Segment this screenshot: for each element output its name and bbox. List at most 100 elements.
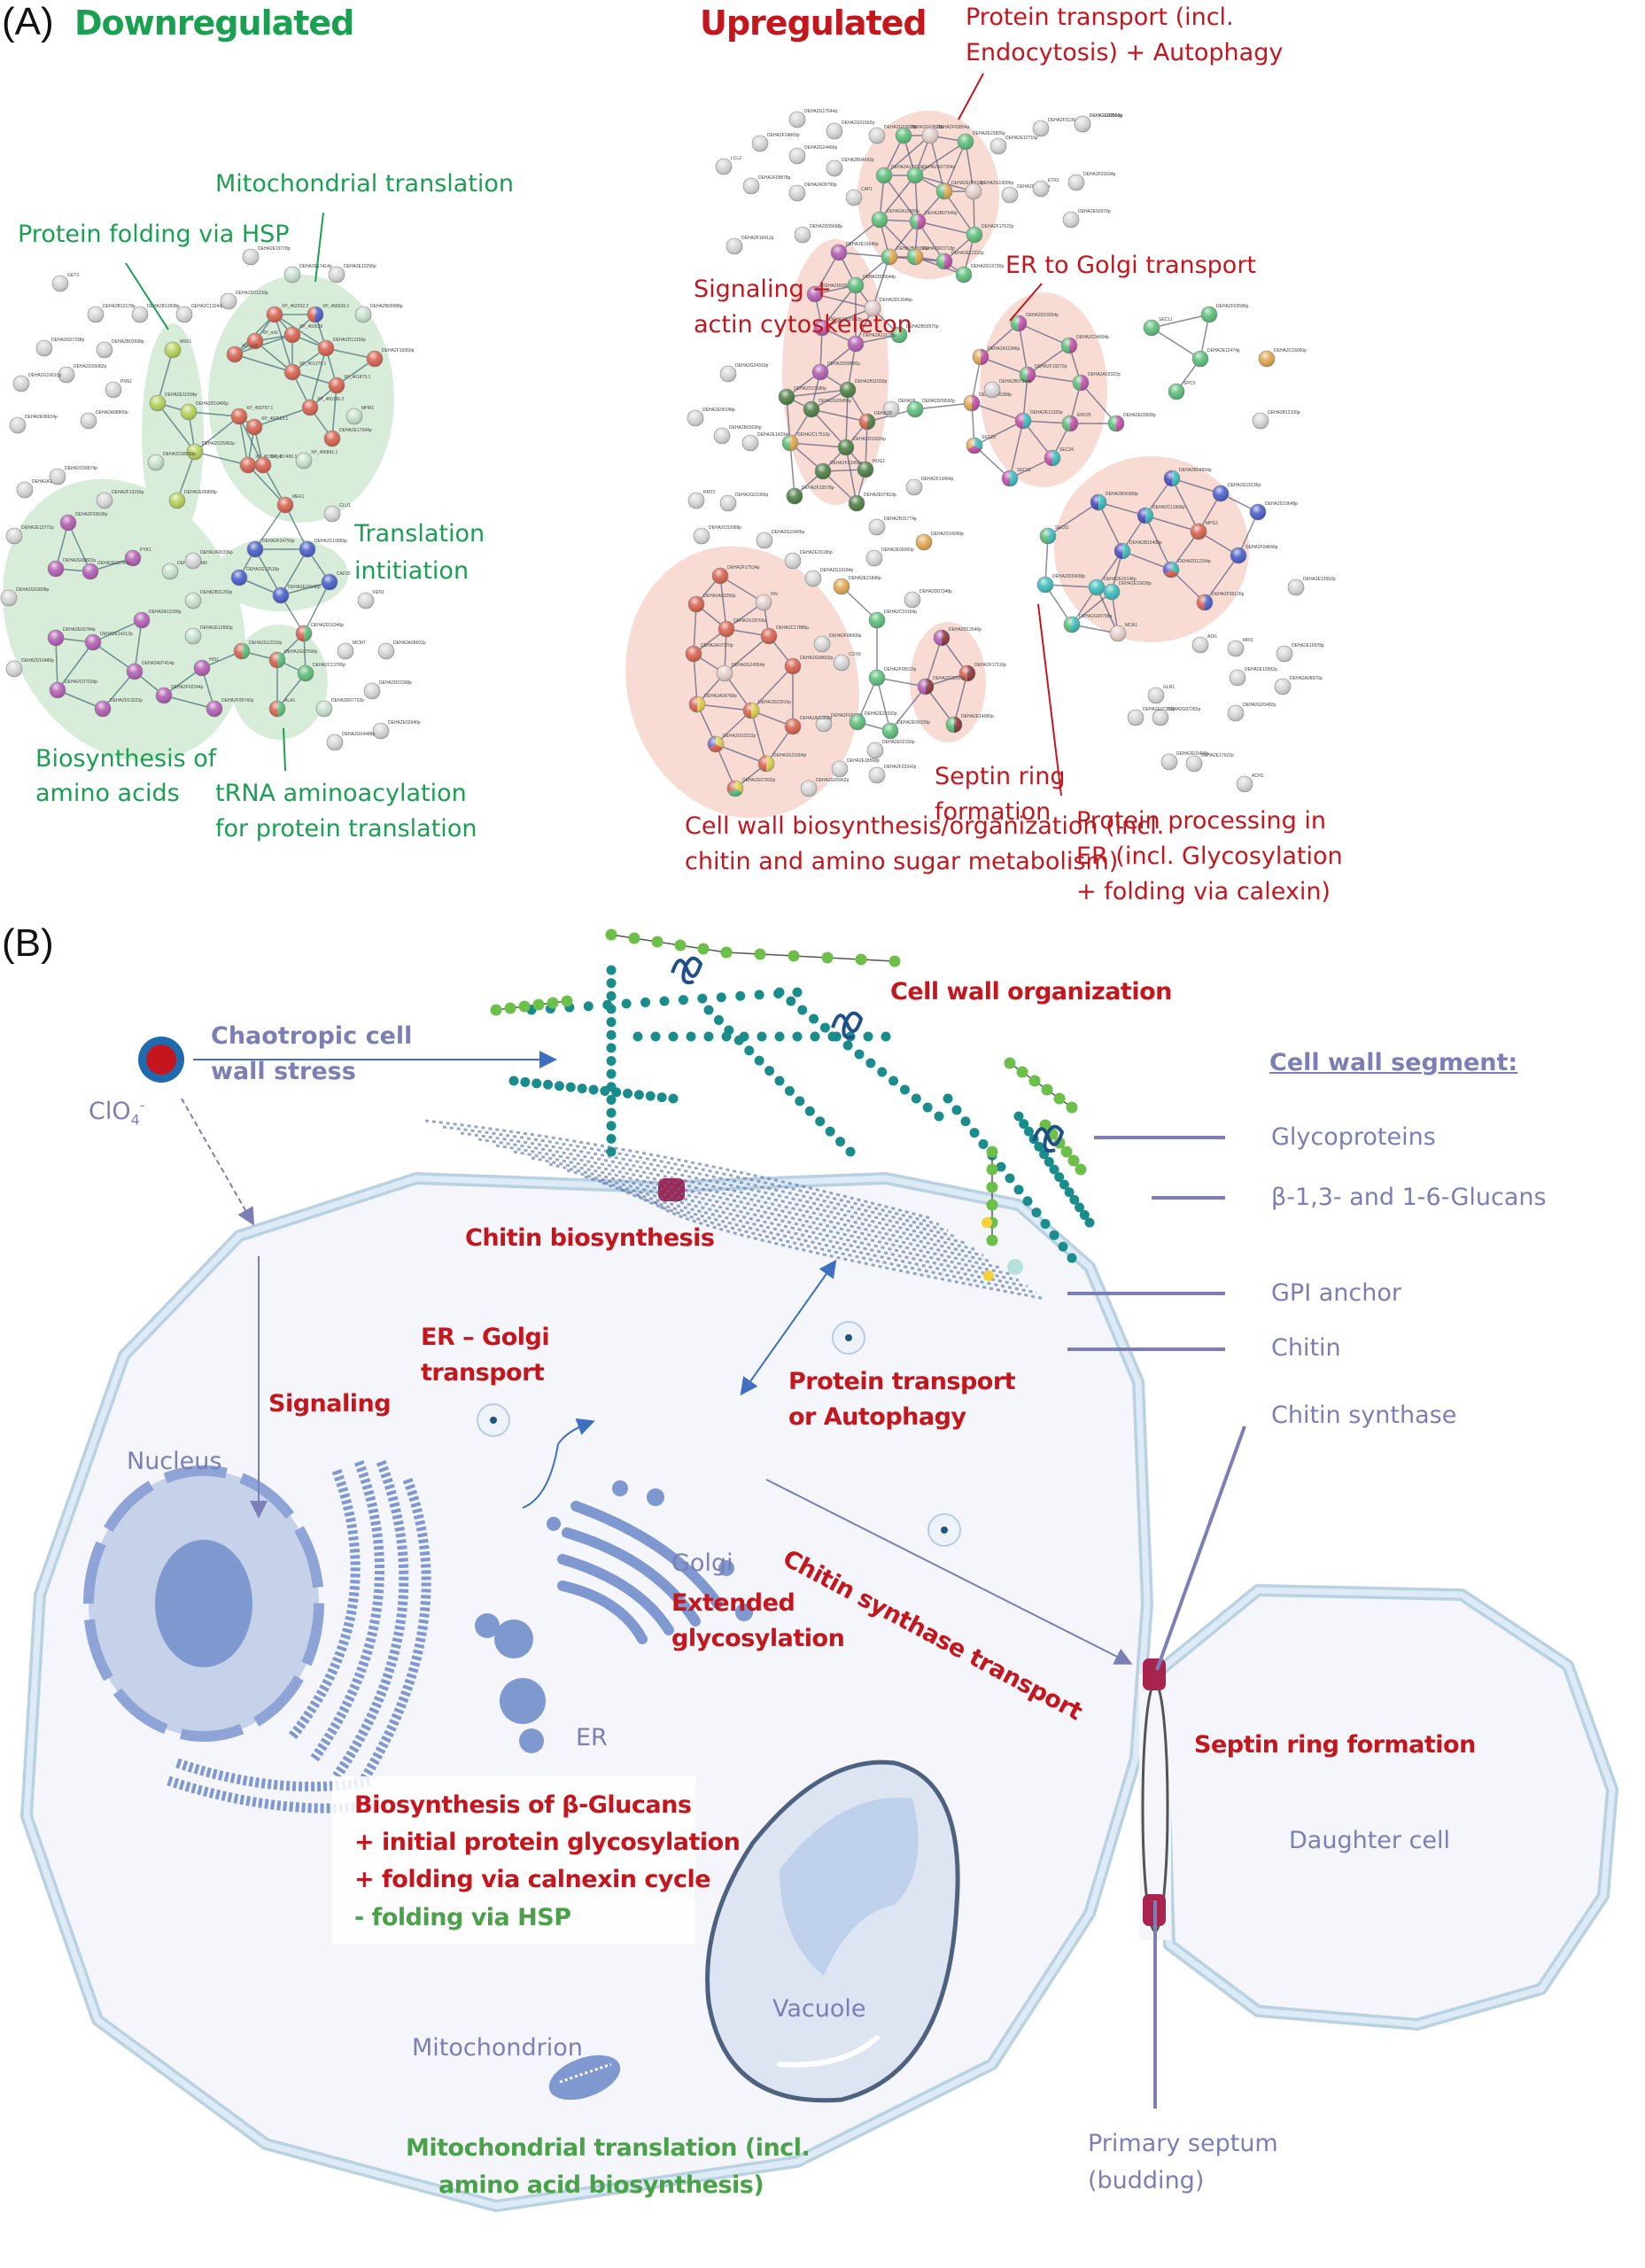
- network-node[interactable]: DEHA2D07722p: [315, 698, 364, 718]
- network-node[interactable]: DEHA2G05082p: [58, 364, 106, 384]
- network-node[interactable]: FEN1: [357, 590, 384, 610]
- network-node[interactable]: DEHA2D03916p: [742, 700, 791, 719]
- network-node[interactable]: DEHA2A00336p: [184, 550, 233, 570]
- network-node[interactable]: DEHA2G10406p: [756, 530, 804, 549]
- network-node[interactable]: DEHA2G24354p: [716, 663, 764, 682]
- network-node[interactable]: DEHA2E19646p: [830, 242, 879, 261]
- network-node[interactable]: DEHA2E12232p: [935, 251, 984, 270]
- network-node[interactable]: MPG1: [1190, 521, 1218, 540]
- network-node[interactable]: DEHA2F05522p: [868, 667, 917, 687]
- network-node[interactable]: DEHA2D09966p: [806, 284, 855, 303]
- network-node[interactable]: DEHA2E11594p: [149, 392, 198, 412]
- network-node[interactable]: DEHA2D16480p: [5, 658, 54, 678]
- network-node[interactable]: DEHA2E15180p: [784, 550, 833, 570]
- network-node[interactable]: DEHA2E05148p: [687, 408, 735, 427]
- network-node[interactable]: MCM7: [337, 641, 366, 660]
- network-node[interactable]: DEHA2F22578p: [786, 485, 834, 505]
- network-node[interactable]: DEHA2F03938p: [59, 512, 108, 532]
- network-node[interactable]: DEHA2E12650p: [184, 625, 233, 645]
- network-node[interactable]: DEHA2A03322p: [1072, 372, 1121, 392]
- network-node[interactable]: DEHA2C02266p: [917, 676, 966, 695]
- network-node[interactable]: DEHA2F03586p: [1200, 304, 1249, 323]
- network-node[interactable]: MEF1: [276, 494, 305, 514]
- network-node[interactable]: DEHA2G08822p: [47, 558, 96, 578]
- network-node[interactable]: DEHA2E19778p: [242, 246, 291, 266]
- network-node[interactable]: DEHA2E: [882, 399, 917, 418]
- network-node[interactable]: DEHA2E17094p: [323, 428, 372, 447]
- network-node[interactable]: DEHA2E07810p: [848, 493, 896, 512]
- network-node[interactable]: XP_461375.1: [283, 361, 327, 381]
- network-node[interactable]: DEHA2B07546p: [909, 211, 958, 230]
- network-node[interactable]: DEHA2A11858p: [784, 716, 833, 735]
- network-node[interactable]: DEHA2G16610p: [12, 373, 61, 392]
- network-node[interactable]: DEHA2G01562p: [826, 120, 874, 140]
- network-node[interactable]: DEHA2C13706p: [297, 663, 345, 682]
- network-node[interactable]: DEHA2G15730p: [955, 264, 1004, 284]
- network-node[interactable]: DEHA2B15408p: [1113, 540, 1162, 560]
- network-node[interactable]: XP_457400.1: [254, 454, 298, 474]
- network-node[interactable]: DEHA2E14080p: [945, 714, 994, 734]
- network-node[interactable]: DEHA2A13156p: [133, 610, 182, 629]
- network-node[interactable]: CAF20: [321, 571, 351, 591]
- network-node[interactable]: DEHA2B09570p: [890, 324, 939, 344]
- network-node[interactable]: DEHA2E03784p: [47, 627, 96, 647]
- network-node[interactable]: DEHA2B07044p: [983, 379, 1032, 399]
- network-node[interactable]: DEHA2D12540p: [933, 627, 982, 647]
- network-node[interactable]: DEHA2D10648p: [1249, 501, 1298, 521]
- network-node[interactable]: DEHA2E13772p: [5, 525, 54, 545]
- network-node[interactable]: DEHA2E10296p: [328, 264, 376, 284]
- network-node[interactable]: DEHA2A03256p: [687, 594, 736, 613]
- network-node[interactable]: DEHA2C05962p: [186, 441, 235, 461]
- network-node[interactable]: INV: [755, 592, 779, 611]
- network-node[interactable]: DEHA2G07304p: [906, 165, 955, 184]
- network-node[interactable]: DEHA2B13508p: [131, 304, 180, 323]
- network-node[interactable]: DEHA2A02992p: [813, 317, 862, 337]
- network-node[interactable]: DEHA2D15180p: [778, 386, 826, 406]
- network-node[interactable]: DEHA2B11200p: [184, 590, 233, 610]
- network-node[interactable]: DEHA2F02420p: [815, 713, 864, 733]
- network-node[interactable]: DEHA2D: [858, 411, 893, 431]
- network-node[interactable]: DEHA2E07282p: [1127, 707, 1176, 726]
- network-node[interactable]: DEHA2D02398p: [363, 680, 412, 700]
- network-node[interactable]: DEHA2A08602p: [377, 641, 426, 660]
- network-node[interactable]: DEHA2B13178p: [87, 304, 136, 323]
- network-node[interactable]: DEHA2F24750p: [246, 539, 295, 558]
- network-node[interactable]: DEHA2D13046p: [864, 298, 912, 317]
- network-node[interactable]: DEHA2C13244p: [175, 304, 224, 323]
- network-node[interactable]: SEC61: [1039, 525, 1069, 545]
- network-node[interactable]: DEHA2E12474p: [1191, 348, 1240, 368]
- network-node[interactable]: DEHA2B03098p: [881, 246, 929, 266]
- network-node[interactable]: DEHA2E12892p: [1229, 667, 1277, 687]
- network-node[interactable]: DEHA2A08800p: [80, 410, 128, 430]
- network-node[interactable]: CLU1: [323, 503, 351, 523]
- network-node[interactable]: SEC23: [966, 435, 996, 454]
- network-node[interactable]: DEHA2A08976p: [1274, 676, 1323, 695]
- network-node[interactable]: DEHA2D13156p: [317, 338, 366, 357]
- network-node[interactable]: DEHA2B12100p: [1252, 410, 1300, 430]
- network-node[interactable]: DEHA2D15554p: [1010, 313, 1059, 332]
- network-node[interactable]: DEHA2A10956p: [871, 209, 919, 229]
- network-node[interactable]: DEHA2F04840p: [1230, 545, 1278, 564]
- network-node[interactable]: DEHA2G19096p: [965, 181, 1013, 200]
- network-node[interactable]: DEHA2F17534p: [711, 565, 760, 585]
- network-node[interactable]: RMT2: [687, 490, 716, 509]
- network-node[interactable]: DEHA2D13222p: [94, 698, 143, 718]
- network-node[interactable]: DEHA2G07832p: [726, 778, 775, 797]
- network-node[interactable]: DEHA2G12210p: [233, 641, 282, 660]
- network-node[interactable]: DEHA2E17622p: [1185, 753, 1234, 773]
- network-node[interactable]: DEHA2E23628p: [1103, 581, 1152, 601]
- network-node[interactable]: DEHA2E12320p: [1014, 410, 1063, 430]
- network-node[interactable]: DEHA2F16412p: [726, 236, 774, 255]
- network-node[interactable]: DEHA2C04004p: [1060, 335, 1109, 354]
- network-node[interactable]: XP_mt1: [246, 330, 278, 350]
- network-node[interactable]: MSF1: [164, 339, 192, 359]
- network-node[interactable]: MRI1: [1227, 638, 1253, 657]
- network-node[interactable]: DEHA2E02970p: [1062, 209, 1111, 229]
- network-node[interactable]: HOG1: [857, 459, 885, 478]
- network-node[interactable]: DEHA2D10406p: [180, 401, 229, 421]
- network-node[interactable]: DEHA2F01364p: [1032, 118, 1081, 137]
- network-node[interactable]: DEHA2D16346p: [295, 623, 344, 642]
- network-node[interactable]: DEHA2E03496p: [1160, 751, 1209, 771]
- network-node[interactable]: SPC3: [1168, 381, 1195, 400]
- network-node[interactable]: DEHA2B11550p: [839, 379, 888, 399]
